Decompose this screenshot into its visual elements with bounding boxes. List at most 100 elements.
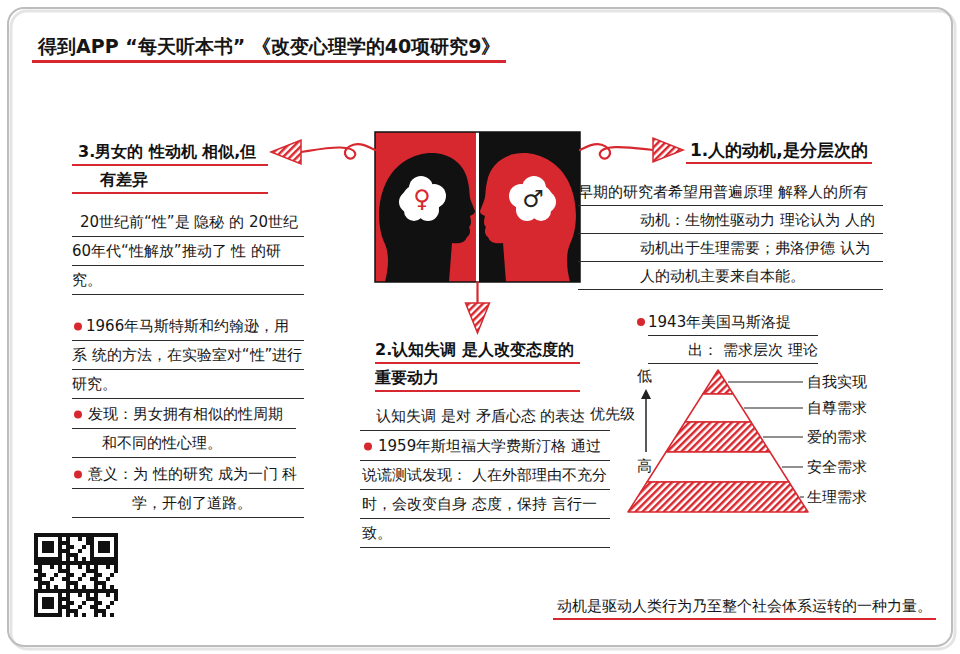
qr-module — [86, 533, 90, 537]
qr-module — [46, 613, 50, 617]
pyramid-label: 生理需求 — [807, 487, 867, 507]
qr-module — [42, 613, 46, 617]
qr-module — [102, 589, 106, 593]
qr-module — [90, 561, 94, 565]
qr-module — [58, 537, 62, 541]
qr-module — [110, 601, 114, 605]
qr-module — [114, 597, 118, 601]
qr-module — [74, 609, 78, 613]
qr-module — [106, 589, 110, 593]
qr-module — [102, 585, 106, 589]
bullet-text: 1966年马斯特斯和约翰逊，用系 统的方法，在实验室对“性”进行 研究。 — [72, 312, 304, 399]
qr-module — [102, 613, 106, 617]
qr-module — [42, 573, 46, 577]
qr-module — [78, 537, 82, 541]
qr-module — [50, 561, 54, 565]
needs-pyramid — [628, 370, 808, 512]
qr-module — [66, 565, 70, 569]
caption: 动机是驱动人类行为乃至整个社会体系运转的一种力量。 — [553, 594, 936, 620]
qr-module — [58, 613, 62, 617]
qr-module — [94, 561, 98, 565]
qr-module — [106, 561, 110, 565]
qr-module — [58, 589, 62, 593]
qr-module — [34, 597, 38, 601]
qr-module — [58, 561, 62, 565]
qr-module — [58, 565, 62, 569]
qr-module — [50, 545, 54, 549]
needs-pyramid — [647, 452, 789, 482]
qr-module — [94, 585, 98, 589]
qr-module — [98, 561, 102, 565]
qr-module — [46, 557, 50, 561]
body-text: 认知失调 是对 矛盾心态 的表达 — [360, 402, 610, 431]
qr-module — [70, 545, 74, 549]
qr-module — [86, 589, 90, 593]
connector — [271, 140, 375, 164]
qr-module — [94, 577, 98, 581]
qr-module — [70, 601, 74, 605]
qr-module — [110, 533, 114, 537]
pyramid-label: 自尊需求 — [807, 398, 867, 418]
qr-module — [46, 605, 50, 609]
qr-module — [82, 561, 86, 565]
qr-module — [90, 553, 94, 557]
qr-module — [42, 541, 46, 545]
qr-module — [90, 537, 94, 541]
qr-module — [94, 581, 98, 585]
section-heading: 3.男女的 性动机 相似,但 有差异 — [72, 138, 268, 194]
qr-module — [106, 549, 110, 553]
qr-module — [38, 577, 42, 581]
qr-module — [34, 577, 38, 581]
connector-line — [476, 282, 478, 303]
qr-module — [58, 605, 62, 609]
qr-module — [50, 605, 54, 609]
qr-module — [98, 581, 102, 585]
qr-module — [62, 569, 66, 573]
qr-module — [34, 593, 38, 597]
qr-module — [106, 593, 110, 597]
head-illustration — [509, 176, 556, 221]
pyramid-label: 安全需求 — [807, 457, 867, 477]
gender-symbol: ♂ — [519, 184, 547, 214]
qr-module — [94, 593, 98, 597]
qr-module — [102, 549, 106, 553]
qr-module — [102, 581, 106, 585]
qr-module — [106, 605, 110, 609]
qr-module — [50, 613, 54, 617]
connector-line — [580, 144, 653, 159]
qr-module — [42, 557, 46, 561]
qr-module — [98, 589, 102, 593]
qr-module — [58, 541, 62, 545]
qr-module — [74, 585, 78, 589]
qr-module — [50, 565, 54, 569]
qr-module — [34, 557, 38, 561]
head-illustration — [480, 153, 576, 282]
qr-module — [34, 537, 38, 541]
qr-module — [110, 589, 114, 593]
qr-module — [114, 593, 118, 597]
pyramid-label: 自我实现 — [807, 372, 867, 392]
qr-module — [98, 533, 102, 537]
qr-module — [86, 597, 90, 601]
qr-module — [70, 589, 74, 593]
qr-module — [78, 605, 82, 609]
bullet-dot — [637, 318, 645, 326]
qr-module — [78, 589, 82, 593]
body-text: 20世纪前“性”是 隐秘 的 20世纪60年代“性解放”推动了 性 的研究。 — [72, 208, 304, 295]
qr-module — [50, 549, 54, 553]
qr-module — [50, 589, 54, 593]
qr-module — [114, 589, 118, 593]
heading-text: 3.男女的 性动机 相似,但 有差异 — [72, 138, 268, 194]
qr-module — [94, 557, 98, 561]
qr-module — [46, 589, 50, 593]
qr-module — [66, 597, 70, 601]
qr-module — [58, 553, 62, 557]
qr-module — [66, 609, 70, 613]
qr-module — [114, 561, 118, 565]
qr-module — [82, 545, 86, 549]
qr-module — [66, 581, 70, 585]
qr-module — [102, 533, 106, 537]
qr-module — [46, 597, 50, 601]
qr-module — [62, 541, 66, 545]
qr-module — [54, 589, 58, 593]
